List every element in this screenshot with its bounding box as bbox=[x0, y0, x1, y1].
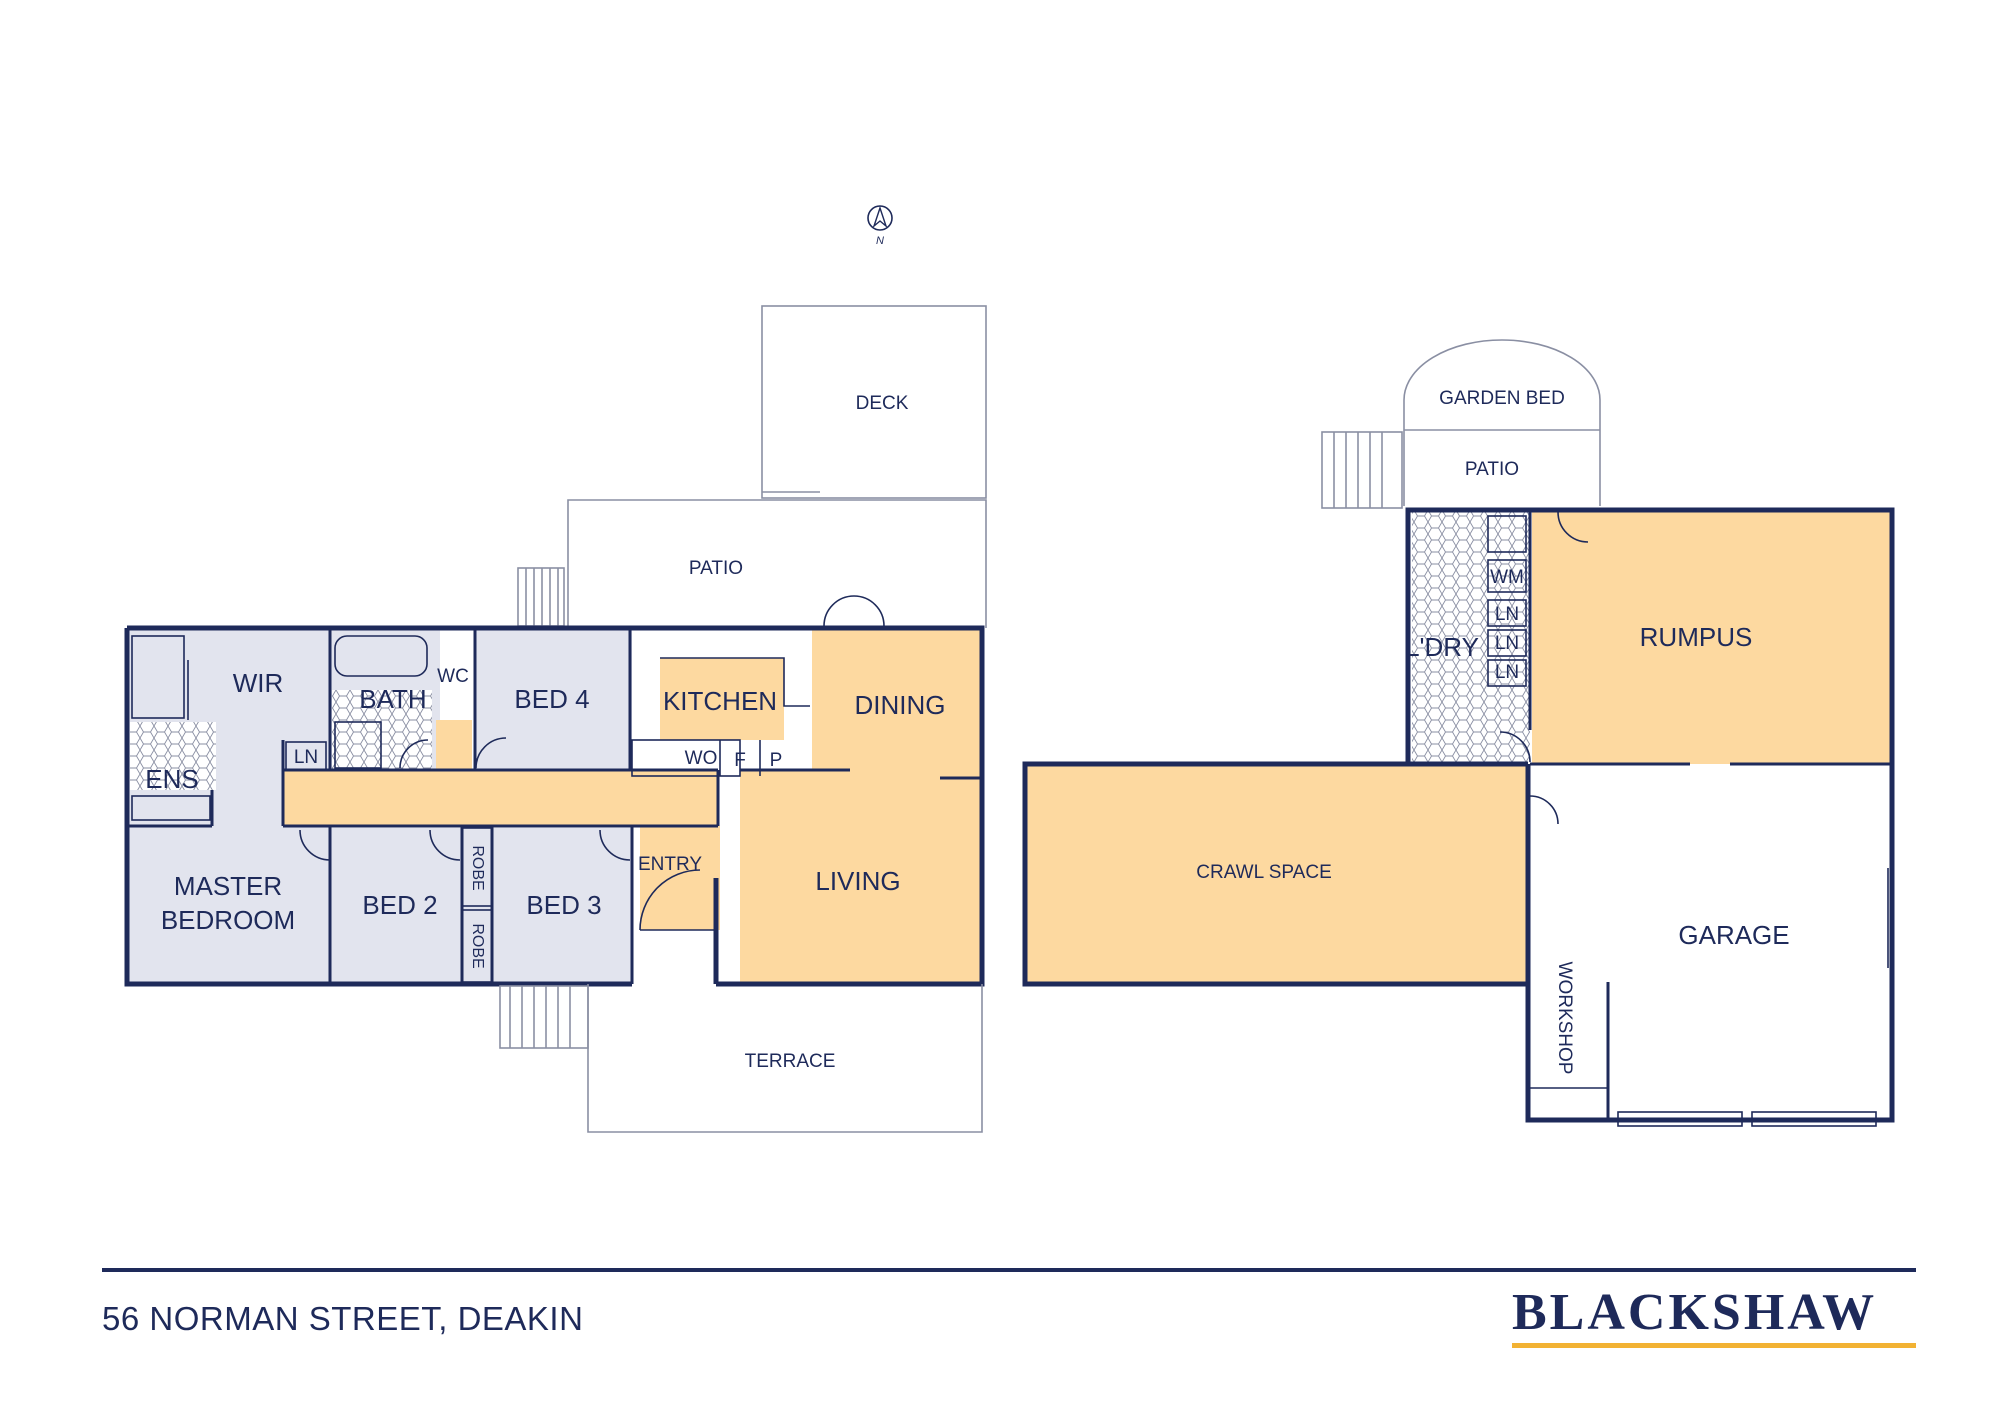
wir-label: WIR bbox=[233, 668, 284, 698]
terrace-label: TERRACE bbox=[745, 1051, 836, 1072]
lower-floor-plan: GARDEN BED PATIO WM LN LN LN L'DRY RUMPU… bbox=[1022, 339, 1895, 1127]
lower-patio-steps bbox=[1321, 431, 1403, 509]
ens-vanity bbox=[131, 795, 211, 821]
lower-ln-label-3: LN bbox=[1495, 662, 1519, 683]
bed3-label: BED 3 bbox=[526, 890, 601, 920]
lower-patio-area bbox=[1403, 430, 1601, 506]
living-label: LIVING bbox=[815, 866, 900, 896]
fridge-label: F bbox=[734, 750, 746, 771]
dining-label: DINING bbox=[855, 690, 946, 720]
patio-area bbox=[567, 499, 987, 628]
wc-label: WC bbox=[437, 666, 469, 687]
rumpus-label: RUMPUS bbox=[1640, 622, 1753, 652]
deck-area bbox=[761, 305, 987, 499]
brand-underline bbox=[1512, 1343, 1916, 1348]
footer-rule bbox=[102, 1268, 1916, 1272]
bath-label: BATH bbox=[359, 684, 426, 714]
laundry-label: L'DRY bbox=[1405, 632, 1479, 662]
ens-shower bbox=[131, 635, 185, 719]
compass: N bbox=[867, 205, 893, 247]
ens-label: ENS bbox=[145, 764, 198, 794]
wm-label: WM bbox=[1490, 567, 1524, 588]
brand-logo: BLACKSHAW bbox=[1512, 1284, 1878, 1341]
compass-arrow-icon bbox=[872, 205, 888, 229]
master-bedroom-label-1: MASTER bbox=[174, 871, 282, 901]
garden-bed-label: GARDEN BED bbox=[1439, 388, 1565, 409]
patio-label: PATIO bbox=[689, 558, 743, 579]
kitchen-cabinets bbox=[631, 739, 741, 777]
bed2-label: BED 2 bbox=[362, 890, 437, 920]
deck-label: DECK bbox=[856, 393, 909, 414]
lower-patio-label: PATIO bbox=[1465, 459, 1519, 480]
sink bbox=[1487, 515, 1527, 553]
patio-steps bbox=[517, 567, 565, 627]
ln-label: LN bbox=[294, 747, 318, 768]
ground-floor-plan: DECK PATIO WIR BATH WC BED 4 KITCHEN DIN… bbox=[124, 305, 987, 1133]
workshop-label: WORKSHOP bbox=[1554, 962, 1575, 1075]
lower-ln-label-1: LN bbox=[1495, 604, 1519, 625]
entry-label: ENTRY bbox=[638, 854, 702, 875]
robe-label-2: ROBE bbox=[469, 923, 486, 968]
terrace-steps bbox=[499, 985, 589, 1049]
compass-label: N bbox=[876, 235, 884, 247]
bathtub bbox=[334, 635, 428, 677]
lower-ln-label-2: LN bbox=[1495, 633, 1519, 654]
crawl-space-label: CRAWL SPACE bbox=[1196, 862, 1332, 883]
shower bbox=[334, 721, 382, 769]
pantry-label: P bbox=[770, 750, 783, 771]
terrace-area bbox=[587, 984, 983, 1133]
wo-label: WO bbox=[685, 748, 718, 769]
master-bedroom-label-2: BEDROOM bbox=[161, 905, 295, 935]
garden-bed-area bbox=[1403, 339, 1601, 430]
kitchen-label: KITCHEN bbox=[663, 686, 777, 716]
property-address: 56 NORMAN STREET, DEAKIN bbox=[102, 1300, 584, 1337]
robe-label-1: ROBE bbox=[469, 845, 486, 890]
garage-label: GARAGE bbox=[1678, 920, 1789, 950]
bed4-label: BED 4 bbox=[514, 684, 589, 714]
